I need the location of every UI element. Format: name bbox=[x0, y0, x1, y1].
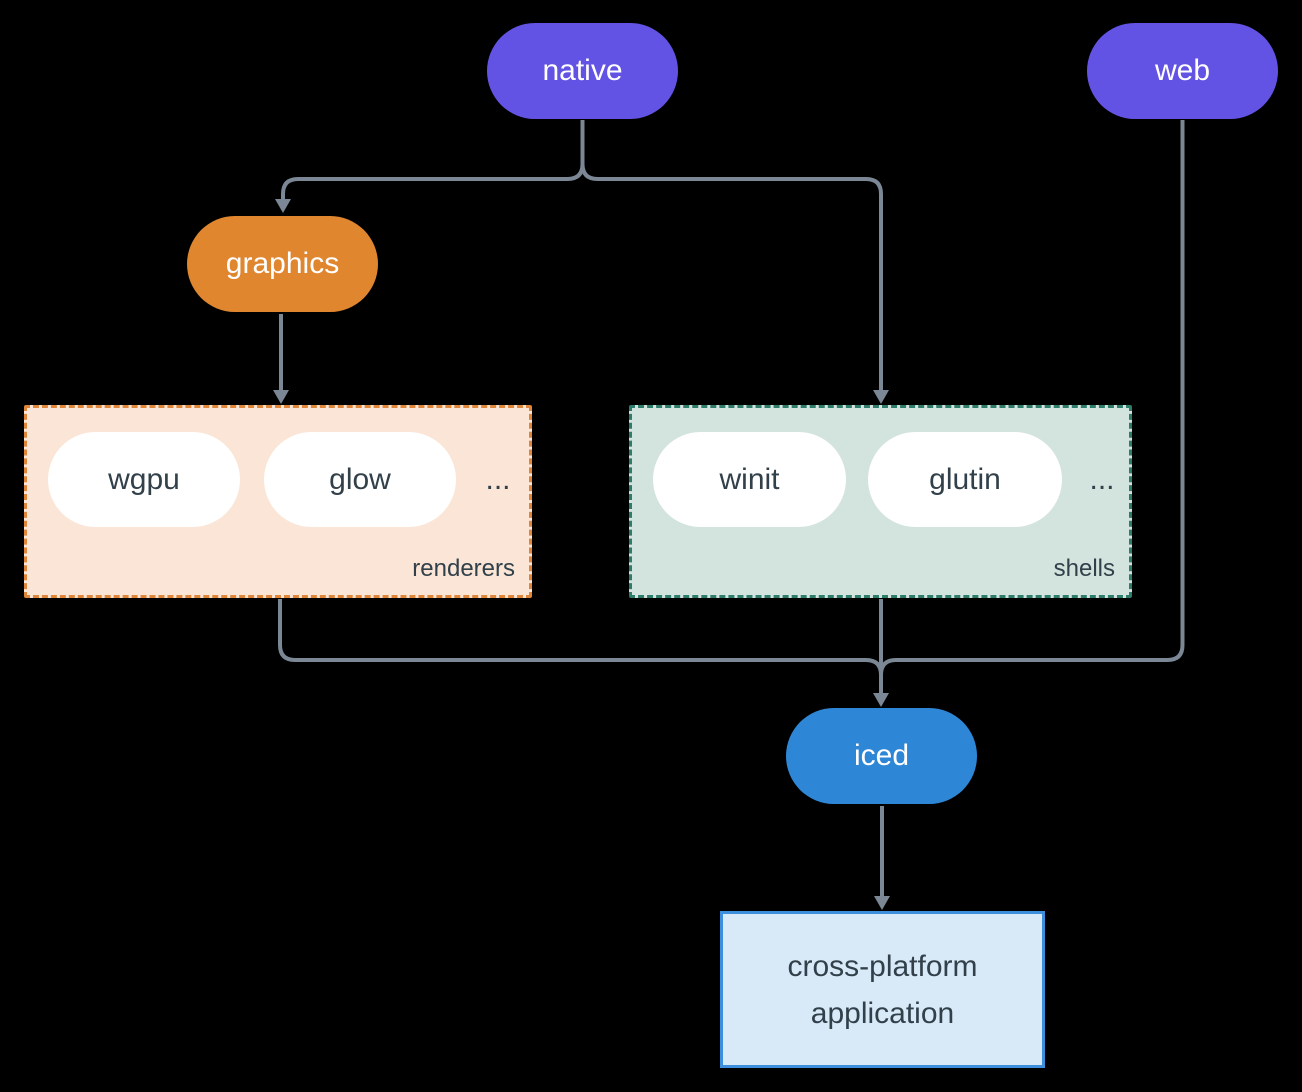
node-iced: iced bbox=[786, 708, 977, 804]
shells-ellipsis: ... bbox=[1089, 462, 1115, 496]
group-renderers: wgpu glow ... renderers bbox=[24, 405, 532, 598]
node-glow: glow bbox=[264, 432, 456, 527]
node-graphics: graphics bbox=[187, 216, 378, 312]
arrowhead-to-application bbox=[874, 896, 890, 910]
node-native-label: native bbox=[542, 54, 623, 87]
connector-native-to-shells bbox=[580, 163, 883, 391]
node-glutin: glutin bbox=[868, 432, 1062, 527]
arrowhead-to-graphics bbox=[275, 199, 291, 213]
arrowhead-to-shells bbox=[873, 390, 889, 404]
node-winit: winit bbox=[653, 432, 846, 527]
node-graphics-label: graphics bbox=[225, 247, 340, 280]
node-wgpu-label: wgpu bbox=[108, 462, 180, 496]
node-glutin-label: glutin bbox=[929, 462, 1001, 496]
connector-renderers-to-iced bbox=[278, 599, 883, 676]
node-native: native bbox=[487, 23, 678, 119]
shells-group-label: shells bbox=[1053, 555, 1115, 582]
node-iced-label: iced bbox=[853, 739, 910, 772]
connector-native-to-graphics bbox=[281, 120, 585, 200]
node-wgpu: wgpu bbox=[48, 432, 240, 527]
arrowhead-to-iced bbox=[873, 693, 889, 707]
group-shells: winit glutin ... shells bbox=[629, 405, 1132, 598]
node-glow-label: glow bbox=[329, 462, 391, 496]
arrowhead-to-renderers bbox=[273, 390, 289, 404]
node-application-label-line2: application bbox=[810, 996, 955, 1030]
renderers-ellipsis: ... bbox=[485, 462, 511, 496]
node-application-label-line1: cross-platform bbox=[787, 949, 978, 983]
node-winit-label: winit bbox=[719, 462, 780, 496]
node-application: cross-platform application bbox=[720, 911, 1045, 1068]
node-web-label: web bbox=[1154, 54, 1211, 87]
node-web: web bbox=[1087, 23, 1278, 119]
renderers-group-label: renderers bbox=[412, 555, 515, 582]
